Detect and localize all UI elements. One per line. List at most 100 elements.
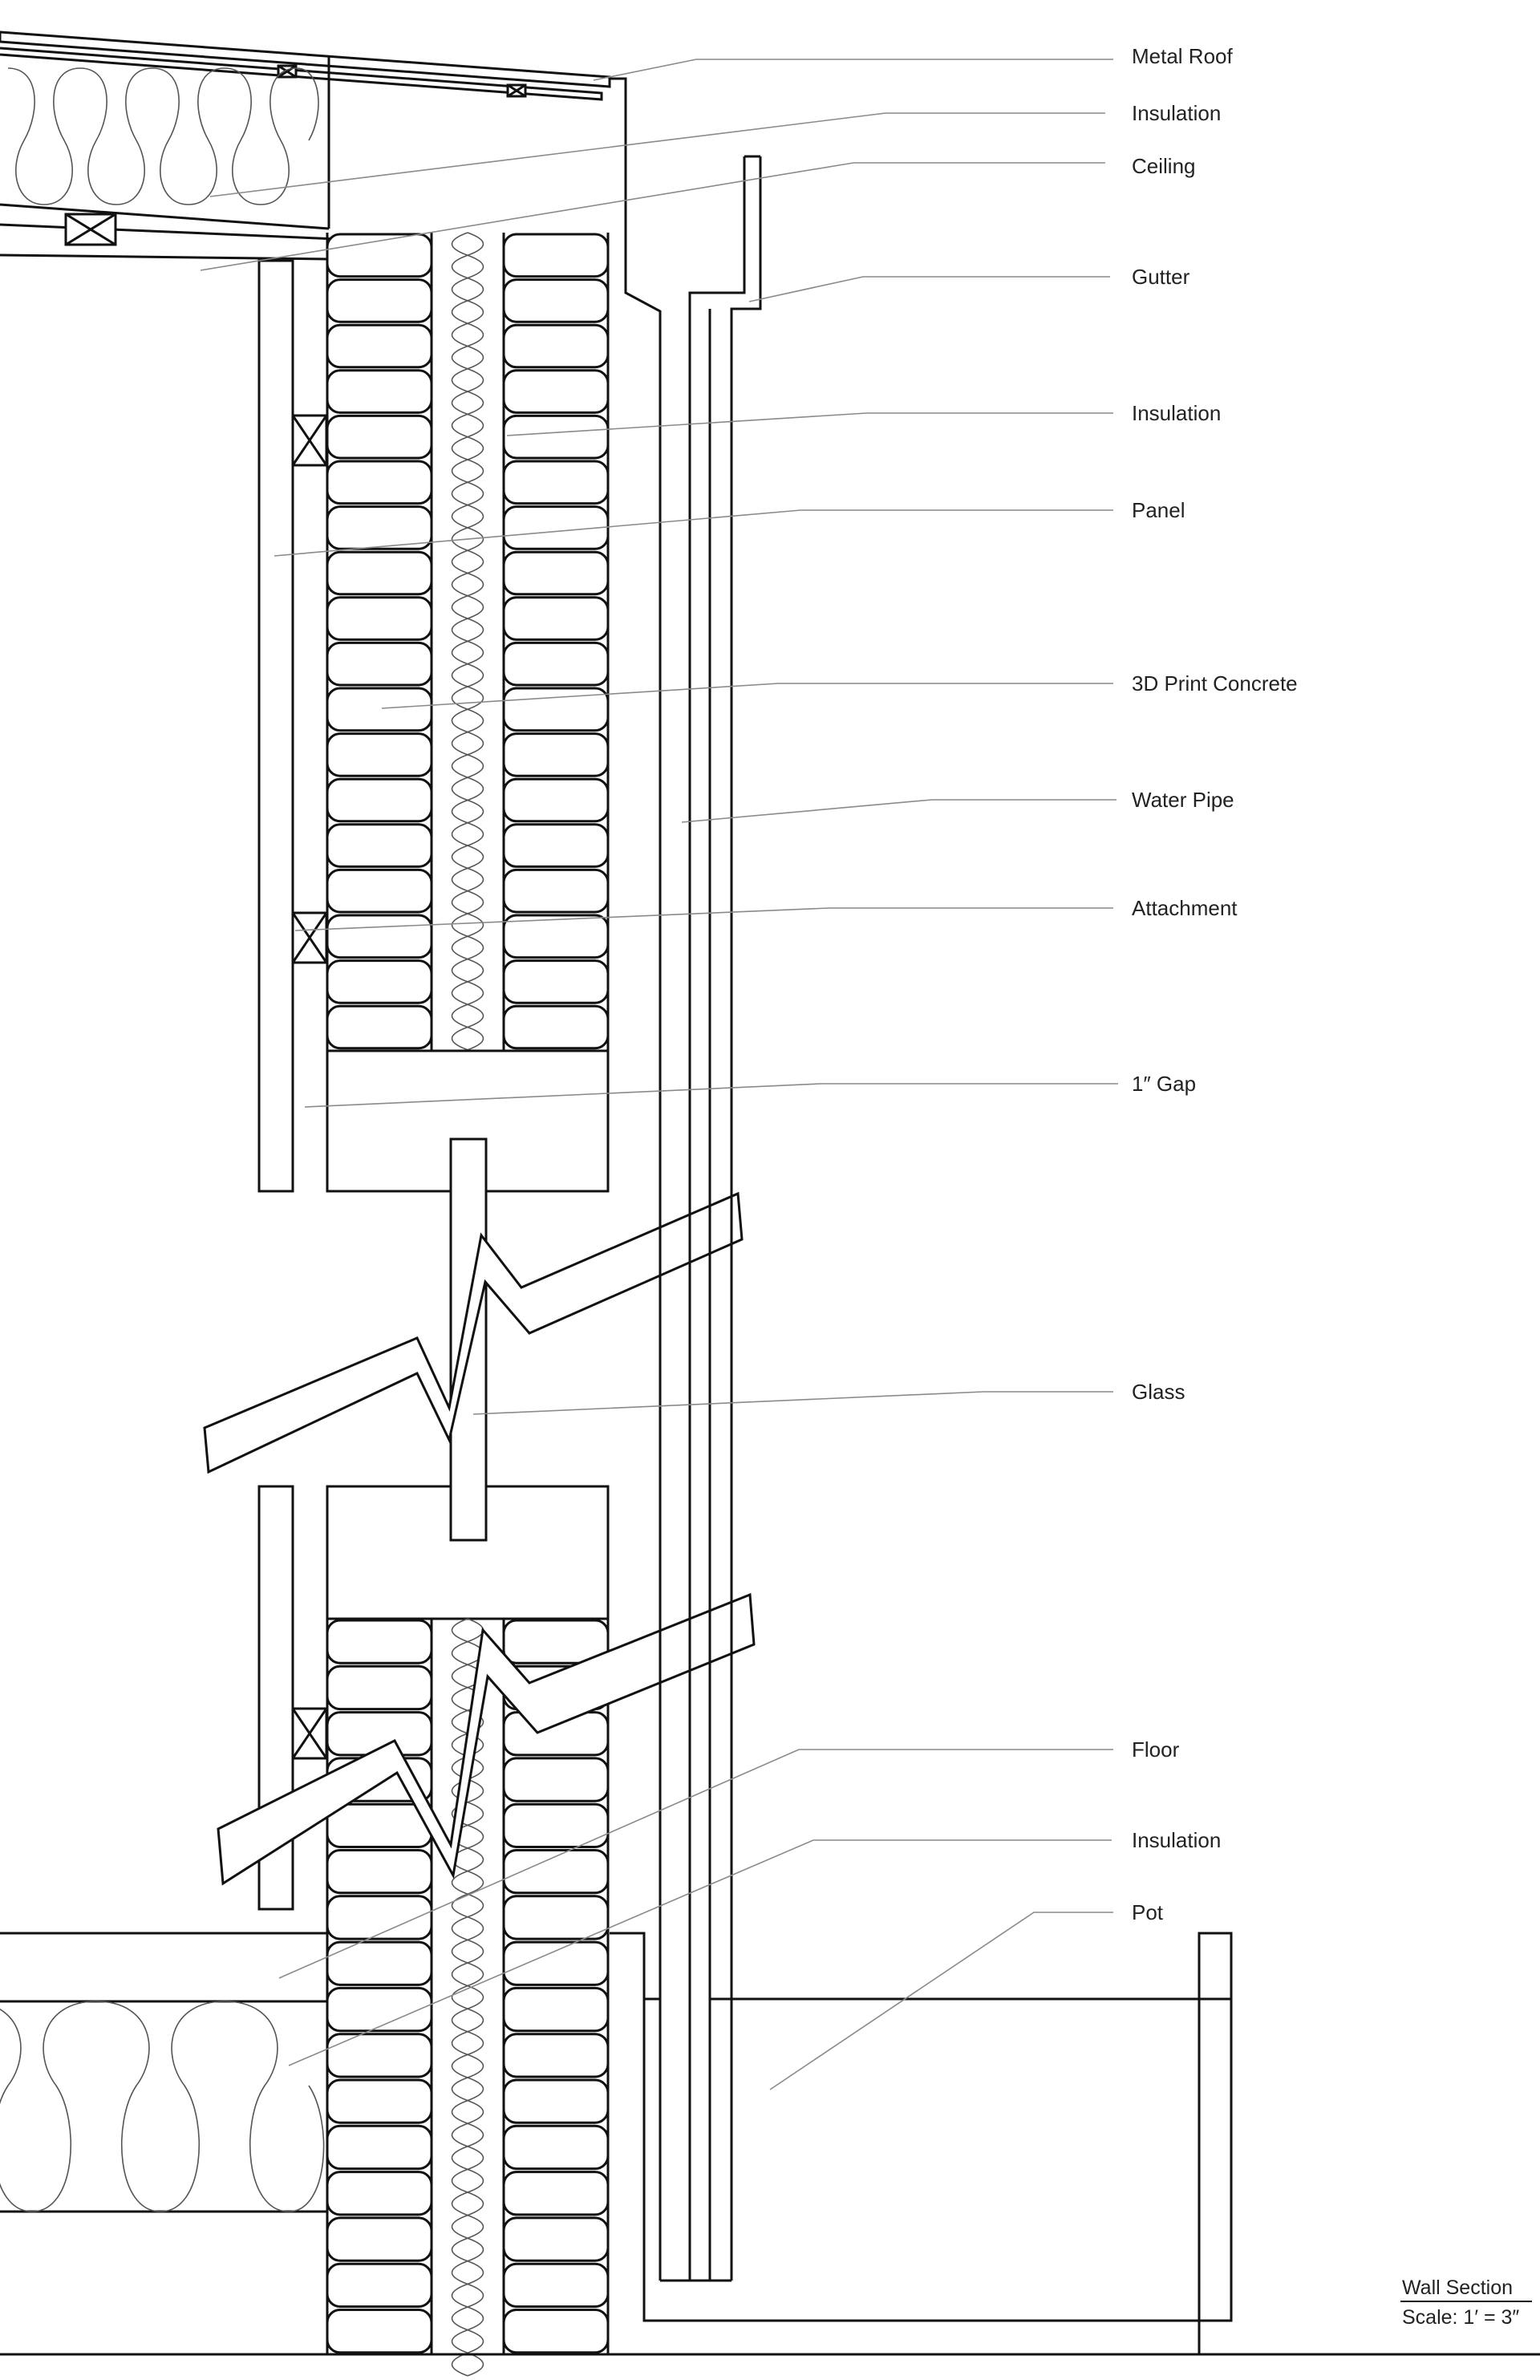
print-bead (504, 1851, 608, 1893)
print-bead (327, 280, 432, 322)
print-bead (504, 825, 608, 867)
print-bead (504, 1804, 608, 1847)
print-bead (504, 2080, 608, 2123)
leader-lines (201, 59, 1118, 2090)
label-metal-roof: Metal Roof (1132, 44, 1233, 68)
label-wall-insulation: Insulation (1132, 401, 1221, 425)
label-floor-insulation: Insulation (1132, 1828, 1221, 1852)
roof-assembly (0, 32, 610, 259)
print-bead (504, 2172, 608, 2215)
roof-insulation-batting (8, 68, 318, 205)
insulation-wave (452, 1619, 484, 2376)
print-bead (504, 1006, 608, 1048)
water-pipe (660, 309, 732, 2281)
print-bead (504, 461, 608, 504)
print-bead (327, 1620, 432, 1663)
print-bead (504, 870, 608, 912)
print-bead (327, 1851, 432, 1893)
print-bead (327, 598, 432, 640)
label-floor: Floor (1132, 1737, 1180, 1762)
print-bead (327, 734, 432, 776)
concrete-print-beads-upper (327, 234, 608, 1048)
print-bead (327, 416, 432, 458)
print-bead (504, 1758, 608, 1801)
print-bead (504, 961, 608, 1003)
print-bead (327, 870, 432, 912)
print-bead (327, 1942, 432, 1985)
title-block: Wall Section Scale: 1′ = 3″ (1400, 2277, 1532, 2329)
interior-panel-upper (259, 261, 293, 1191)
print-bead (327, 688, 432, 731)
label-ceiling: Ceiling (1132, 154, 1196, 178)
print-bead (327, 507, 432, 549)
print-bead (504, 2126, 608, 2168)
print-bead (504, 280, 608, 322)
pot (610, 1933, 1231, 2354)
attachment-blocks (293, 416, 326, 1758)
print-bead (504, 416, 608, 458)
print-bead (327, 1804, 432, 1847)
print-bead (327, 2264, 432, 2306)
floor-slab (0, 1933, 1540, 2354)
print-bead (504, 1620, 608, 1663)
print-bead (327, 643, 432, 685)
print-bead (327, 1006, 432, 1048)
print-bead (504, 734, 608, 776)
print-bead (327, 1988, 432, 2030)
label-panel: Panel (1132, 498, 1185, 522)
wall-insulation-core-lower (452, 1619, 484, 2376)
print-bead (327, 461, 432, 504)
drawing-title: Wall Section (1402, 2277, 1513, 2299)
gap-block-upper (327, 1051, 608, 1191)
print-bead (504, 598, 608, 640)
print-bead (504, 507, 608, 549)
print-bead (327, 2218, 432, 2260)
label-gap: 1″ Gap (1132, 1072, 1196, 1096)
label-gutter: Gutter (1132, 265, 1190, 289)
print-bead (327, 371, 432, 413)
insulation-wave (452, 233, 484, 1072)
print-bead (504, 2310, 608, 2353)
print-bead (327, 1666, 432, 1709)
print-bead (327, 2172, 432, 2215)
break-line-upper (205, 1194, 742, 1472)
label-pot: Pot (1132, 1900, 1164, 1924)
print-bead (504, 2034, 608, 2077)
print-bead (504, 1988, 608, 2030)
print-bead (504, 325, 608, 367)
print-bead (504, 643, 608, 685)
print-bead (327, 825, 432, 867)
floor-insulation-batting (0, 2001, 324, 2212)
print-bead (504, 779, 608, 821)
label-glass: Glass (1132, 1380, 1185, 1404)
print-bead (504, 234, 608, 277)
wall-insulation-core-upper (452, 233, 484, 1072)
print-bead (327, 2310, 432, 2353)
print-bead (504, 1942, 608, 1985)
print-bead (327, 552, 432, 594)
print-bead (327, 915, 432, 958)
print-bead (504, 915, 608, 958)
print-bead (327, 325, 432, 367)
print-bead (327, 961, 432, 1003)
gutter (610, 79, 760, 2281)
print-bead (327, 779, 432, 821)
gap-block-lower (327, 1486, 608, 1619)
print-bead (327, 1896, 432, 1939)
drawing-scale: Scale: 1′ = 3″ (1402, 2306, 1519, 2329)
print-concrete-wall (327, 233, 608, 1072)
print-bead (504, 2218, 608, 2260)
print-bead (504, 552, 608, 594)
insulation-wave (452, 1619, 484, 2376)
label-3d-print-concrete: 3D Print Concrete (1132, 671, 1298, 695)
label-roof-insulation: Insulation (1132, 101, 1221, 125)
print-bead (504, 371, 608, 413)
print-bead (327, 2126, 432, 2168)
print-bead (504, 2264, 608, 2306)
label-water-pipe: Water Pipe (1132, 788, 1234, 812)
break-line-lower (218, 1595, 754, 1883)
label-attachment: Attachment (1132, 896, 1238, 920)
insulation-wave (452, 233, 484, 1072)
print-bead (327, 2080, 432, 2123)
